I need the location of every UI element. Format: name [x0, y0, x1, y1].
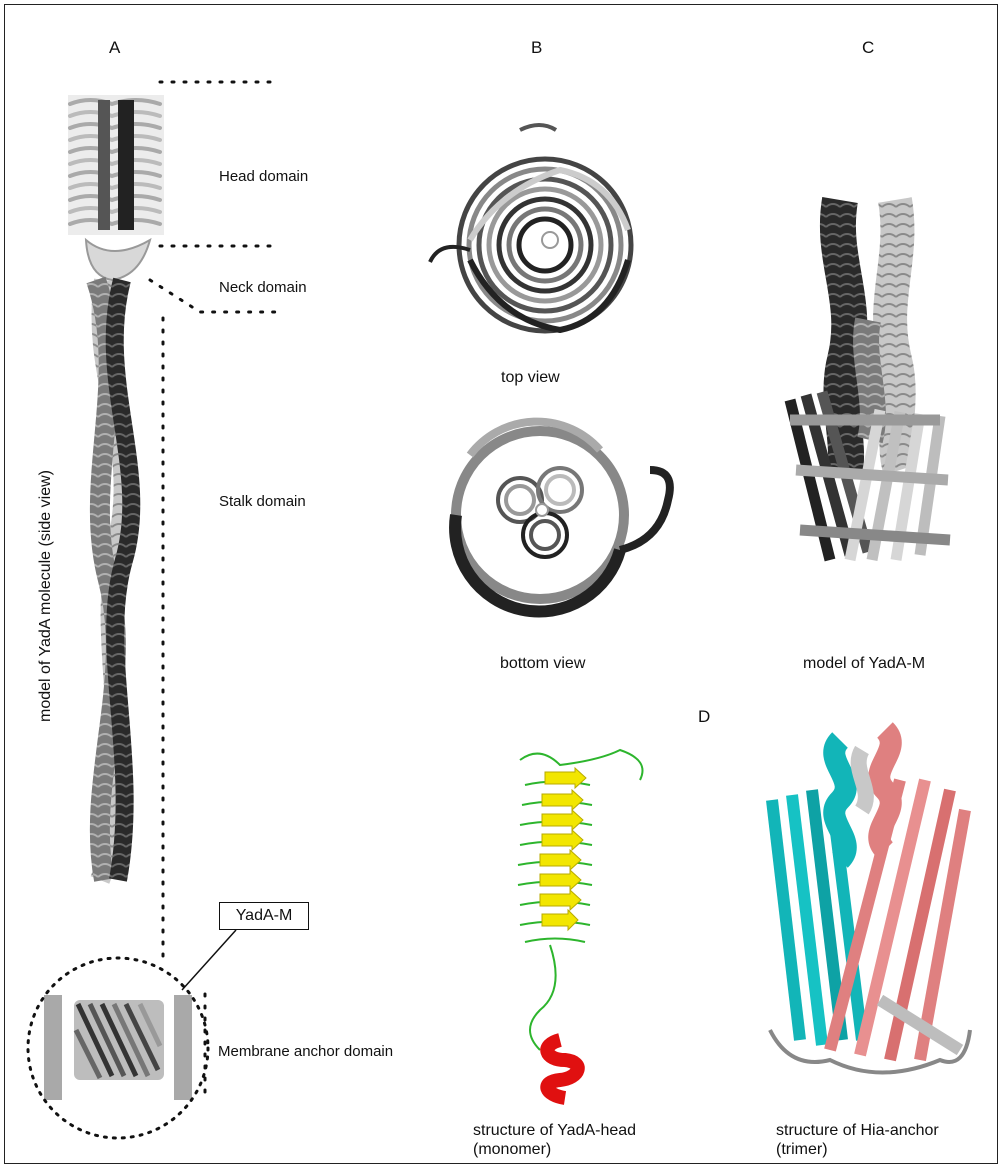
hia-anchor-trimer-structure	[770, 730, 970, 1073]
top-view-structure	[430, 125, 631, 331]
membrane-bar-left	[44, 995, 62, 1100]
bottom-view-structure	[455, 422, 670, 612]
hia-anchor-caption: structure of Hia-anchor (trimer)	[776, 1121, 939, 1159]
membrane-bar-right	[174, 995, 192, 1100]
head-domain-structure	[68, 95, 164, 235]
side-view-label: model of YadA molecule (side view)	[37, 470, 55, 722]
yadam-leader-line	[182, 930, 236, 990]
yada-side-view	[28, 95, 208, 1138]
head-domain-label: Head domain	[219, 168, 308, 186]
yadam-model-structure	[790, 200, 950, 560]
panel-label-a: A	[109, 38, 120, 58]
model-yadam-caption: model of YadA-M	[803, 654, 925, 673]
membrane-anchor-structure	[74, 1000, 164, 1080]
hia-anchor-caption-line1: structure of Hia-anchor	[776, 1121, 939, 1140]
hia-anchor-caption-line2: (trimer)	[776, 1140, 939, 1159]
yada-head-caption-line1: structure of YadA-head	[473, 1121, 636, 1140]
domain-guide-lines	[150, 82, 280, 1098]
neck-domain-label: Neck domain	[219, 279, 307, 297]
stalk-domain-label: Stalk domain	[219, 493, 306, 511]
yada-head-caption: structure of YadA-head (monomer)	[473, 1121, 636, 1159]
panel-label-c: C	[862, 38, 874, 58]
top-view-caption: top view	[501, 368, 560, 387]
yada-head-monomer-structure	[518, 750, 643, 1098]
neck-domain-structure	[86, 240, 150, 280]
yadam-callout-box: YadA-M	[219, 902, 309, 930]
bottom-view-caption: bottom view	[500, 654, 585, 673]
panel-label-b: B	[531, 38, 542, 58]
membrane-anchor-label: Membrane anchor domain	[218, 1043, 393, 1061]
panel-label-d: D	[698, 707, 710, 727]
yada-head-caption-line2: (monomer)	[473, 1140, 636, 1159]
stalk-domain-structure	[96, 280, 131, 880]
